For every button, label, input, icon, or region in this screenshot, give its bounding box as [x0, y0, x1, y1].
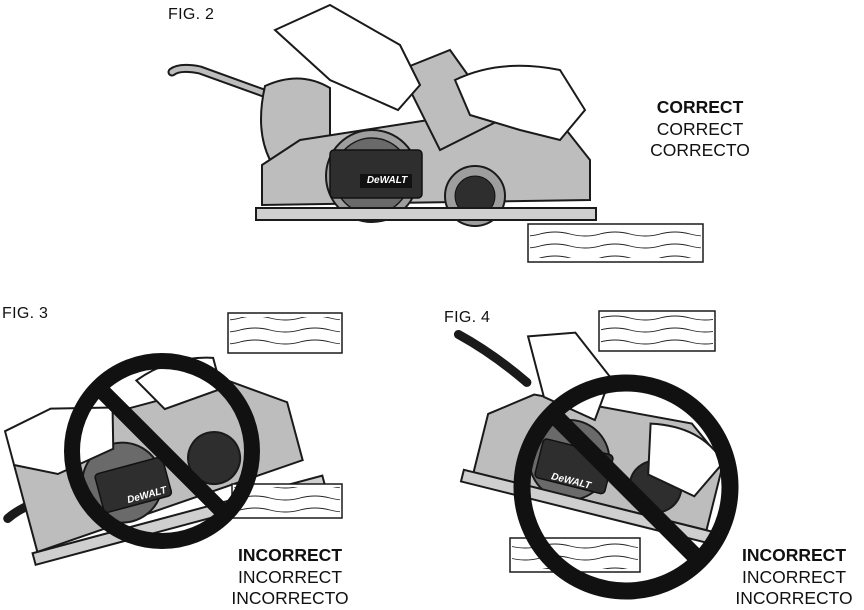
- fig2-label: FIG. 2: [168, 6, 215, 23]
- fig4-caption: INCORRECT INCORRECT INCORRECTO: [724, 545, 864, 610]
- fig2-caption-line-1: CORRECT: [656, 97, 744, 117]
- fig3-caption-line-2: INCORRECT: [237, 566, 343, 587]
- fig2-caption-line-2: CORRECT: [656, 118, 744, 139]
- fig2-planer: [167, 3, 704, 263]
- fig4-caption-line-3: INCORRECTO: [735, 588, 853, 608]
- fig4-no-sign-icon: [513, 374, 739, 600]
- fig2-brand: DeWALT: [366, 175, 408, 186]
- fig4-wood-top: [598, 310, 716, 352]
- fig3-label: FIG. 3: [2, 305, 49, 322]
- fig2-caption-line-3: CORRECTO: [650, 140, 750, 160]
- fig4-caption-line-2: INCORRECT: [741, 566, 847, 587]
- fig2-caption: CORRECT CORRECT CORRECTO: [636, 97, 764, 162]
- fig3-caption-line-1: INCORRECT: [237, 545, 343, 565]
- fig3-caption-line-3: INCORRECTO: [231, 588, 349, 608]
- fig4-caption-line-1: INCORRECT: [741, 545, 847, 565]
- fig3-wood-top: [227, 312, 343, 354]
- fig3-no-sign-icon: [64, 353, 260, 549]
- fig4-label: FIG. 4: [444, 309, 491, 326]
- fig3-caption: INCORRECT INCORRECT INCORRECTO: [218, 545, 362, 610]
